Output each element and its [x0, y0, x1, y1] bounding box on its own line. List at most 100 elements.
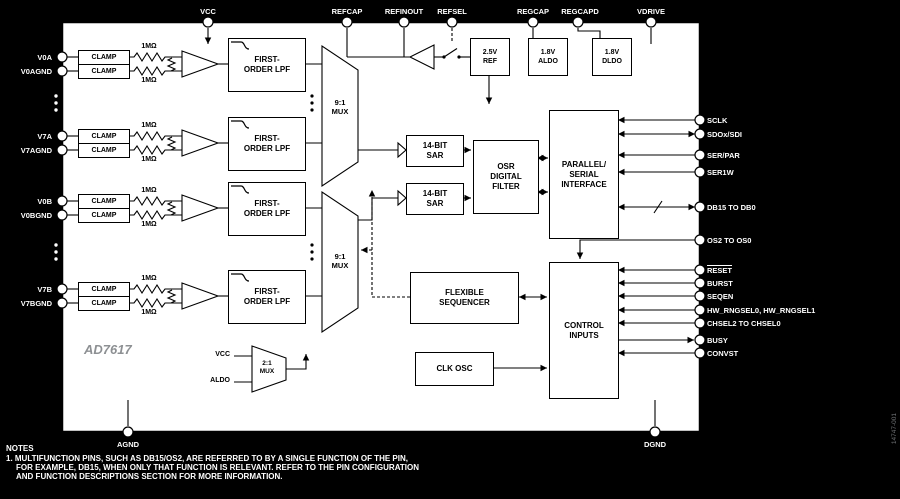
lpf-label: ORDER LPF [243, 209, 291, 218]
channel-ellipsis-dots [54, 94, 58, 261]
pin-label-hw-rngsel: HW_RNGSEL0, HW_RNGSEL1 [707, 306, 816, 315]
pin-label-ser1w: SER1W [707, 168, 734, 177]
lpf-label: FIRST- [254, 134, 280, 143]
resistor-label: 1MΩ [141, 77, 157, 84]
lpf-label: ORDER LPF [243, 65, 291, 74]
signal-wires [127, 28, 695, 426]
amplifier-icon [181, 282, 220, 310]
clamp-block: CLAMP [78, 296, 130, 311]
dldo-label: DLDO [602, 58, 622, 65]
switch-contact [457, 55, 461, 59]
control-wires-dashed [361, 28, 453, 298]
lpf-label: FIRST- [254, 199, 280, 208]
osr-digital-filter-block: OSR DIGITAL FILTER [473, 140, 539, 214]
lpf-label: ORDER LPF [243, 297, 291, 306]
pin-label-dgnd: DGND [643, 440, 667, 449]
resistor-label: 1MΩ [141, 275, 157, 282]
resistor-label: 1MΩ [141, 309, 157, 316]
dldo-label: 1.8V [604, 49, 620, 56]
lpf-label: FIRST- [254, 55, 280, 64]
lpf-block: FIRST- ORDER LPF [228, 117, 306, 171]
ref-label: REF [483, 58, 497, 65]
pin-label-vcc: VCC [200, 7, 216, 16]
pin-label-chsel: CHSEL2 TO CHSEL0 [707, 319, 781, 328]
pin-label-v7agnd: V7AGND [20, 146, 52, 155]
amplifier-icon [181, 129, 220, 157]
control-label: INPUTS [569, 330, 599, 340]
pin-label-sdox-sdi: SDOx/SDI [707, 130, 743, 139]
control-inputs-block: CONTROL INPUTS [549, 262, 619, 399]
channel-front-ends [67, 50, 322, 310]
mux-a-shape [321, 44, 359, 188]
pin-label-v7b: V7B [37, 285, 52, 294]
figure-number-watermark: 14747-001 [891, 412, 898, 444]
pin-label-v0bgnd: V0BGND [20, 211, 52, 220]
pin-label-v0a: V0A [37, 53, 52, 62]
lpf-label: FIRST- [254, 287, 280, 296]
pin-circles [56, 16, 706, 438]
sar-b-block: 14-BIT SAR [406, 183, 464, 215]
interface-label: PARALLEL/ [561, 159, 607, 169]
pin-label-v7bgnd: V7BGND [20, 299, 52, 308]
interface-label: INTERFACE [561, 179, 607, 189]
pin-label-refinout: REFINOUT [384, 7, 424, 16]
lpf-block: FIRST- ORDER LPF [228, 38, 306, 92]
pin-label-sclk: SCLK [707, 116, 728, 125]
pin-label-regcap: REGCAP [516, 7, 550, 16]
aldo-block: 1.8V ALDO [528, 38, 568, 76]
lpf-block: FIRST- ORDER LPF [228, 182, 306, 236]
osr-label: FILTER [492, 182, 520, 191]
pin-label-reset: RESET [707, 266, 733, 275]
mux-word: MUX [331, 107, 349, 116]
pga-resistor-icon [166, 57, 177, 72]
sar-label: 14-BIT [422, 189, 448, 198]
pin-label-convst: CONVST [707, 349, 739, 358]
lpf-block: FIRST- ORDER LPF [228, 270, 306, 324]
osr-label: OSR [497, 162, 515, 171]
lpf-curve-icon [231, 185, 250, 194]
mux-word: MUX [259, 368, 275, 375]
mux-a-label: 9:1 MUX [322, 98, 358, 116]
pin-label-v0agnd: V0AGND [20, 67, 52, 76]
notes-line: FOR EXAMPLE, DB15, WHEN ONLY THAT FUNCTI… [16, 463, 419, 472]
lpf-curve-icon [231, 41, 250, 50]
pin-label-refsel: REFSEL [437, 7, 467, 16]
sar-a-block: 14-BIT SAR [406, 135, 464, 167]
aldo-label: ALDO [538, 58, 558, 65]
resistor-label: 1MΩ [141, 187, 157, 194]
resistor-label: 1MΩ [141, 156, 157, 163]
clamp-block: CLAMP [78, 129, 130, 144]
lpf-curve-icon [231, 273, 250, 282]
interface-label: SERIAL [569, 169, 599, 179]
ref-label: 2.5V [482, 49, 498, 56]
mux-word: MUX [331, 261, 349, 270]
pin-label-db15-db0: DB15 TO DB0 [707, 203, 756, 212]
osr-label: DIGITAL [490, 172, 522, 181]
pin-label-agnd: AGND [116, 440, 140, 449]
pin-label-seqen: SEQEN [707, 292, 734, 301]
reference-buffer-icon [408, 44, 435, 70]
pin-label-regcapd: REGCAPD [561, 7, 599, 16]
clamp-block: CLAMP [78, 194, 130, 209]
clamp-block: CLAMP [78, 282, 130, 297]
resistor-label: 1MΩ [141, 43, 157, 50]
pin-label-v7a: V7A [37, 132, 52, 141]
mux-ratio: 2:1 [262, 360, 272, 367]
sar-label: 14-BIT [422, 141, 448, 150]
mux-input-ellipsis-dots [310, 94, 314, 261]
mux-b-label: 9:1 MUX [322, 252, 358, 270]
mux-ratio: 9:1 [334, 98, 346, 107]
notes-title: NOTES [6, 444, 34, 453]
pga-resistor-icon [166, 136, 177, 151]
pin-label-busy: BUSY [707, 336, 728, 345]
lpf-curve-icon [231, 120, 250, 129]
resistor-label: 1MΩ [141, 221, 157, 228]
pin-label-ser-par: SER/PAR [707, 151, 740, 160]
supply-mux-label: 2:1 MUX [252, 360, 282, 376]
pga-resistor-icon [166, 289, 177, 304]
parallel-serial-interface-block: PARALLEL/ SERIAL INTERFACE [549, 110, 619, 239]
ref-2v5-block: 2.5V REF [470, 38, 510, 76]
control-label: CONTROL [564, 320, 604, 330]
